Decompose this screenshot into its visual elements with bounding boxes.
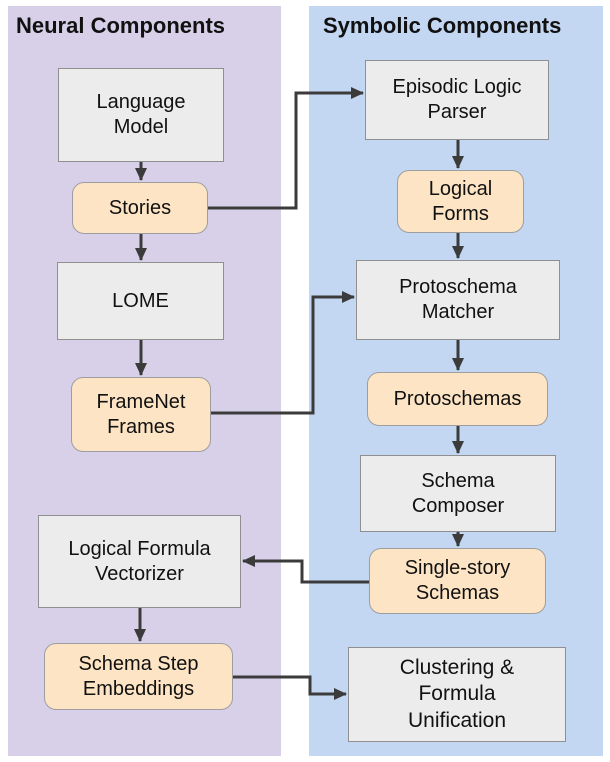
node-language-model-label: Language Model [96, 91, 186, 138]
node-lome-label: LOME [112, 289, 169, 312]
node-protoschemas: Protoschemas [367, 372, 548, 426]
node-schema-step-embeddings-label: Schema Step Embeddings [78, 652, 199, 700]
node-framenet-frames-label: FrameNet Frames [96, 390, 186, 438]
node-schema-composer: Schema Composer [360, 455, 556, 532]
neural-components-heading: Neural Components [16, 13, 226, 38]
node-logical-forms-label: Logical Forms [428, 177, 493, 225]
node-language-model: Language Model [58, 68, 224, 162]
node-stories-label: Stories [108, 196, 172, 219]
node-episodic-logic-parser-label: Episodic Logic Parser [392, 76, 522, 123]
node-stories: Stories [72, 182, 208, 234]
node-framenet-frames: FrameNet Frames [71, 377, 211, 452]
node-single-story-schemas: Single-story Schemas [369, 548, 546, 614]
symbolic-components-heading: Symbolic Components [323, 13, 562, 38]
node-protoschemas-label: Protoschemas [393, 387, 522, 410]
node-schema-step-embeddings: Schema Step Embeddings [44, 643, 233, 710]
node-lome: LOME [57, 262, 224, 340]
node-logical-forms: Logical Forms [397, 170, 524, 233]
node-protoschema-matcher: Protoschema Matcher [356, 260, 560, 340]
node-logical-formula-vectorizer-label: Logical Formula Vectorizer [68, 537, 211, 585]
node-protoschema-matcher-label: Protoschema Matcher [399, 276, 517, 323]
node-logical-formula-vectorizer: Logical Formula Vectorizer [38, 515, 241, 608]
node-single-story-schemas-label: Single-story Schemas [404, 557, 511, 604]
node-schema-composer-label: Schema Composer [411, 469, 505, 517]
node-clustering-formula-unification: Clustering & Formula Unification [348, 647, 566, 742]
node-clustering-formula-unification-label: Clustering & Formula Unification [399, 656, 515, 732]
node-episodic-logic-parser: Episodic Logic Parser [365, 60, 549, 140]
